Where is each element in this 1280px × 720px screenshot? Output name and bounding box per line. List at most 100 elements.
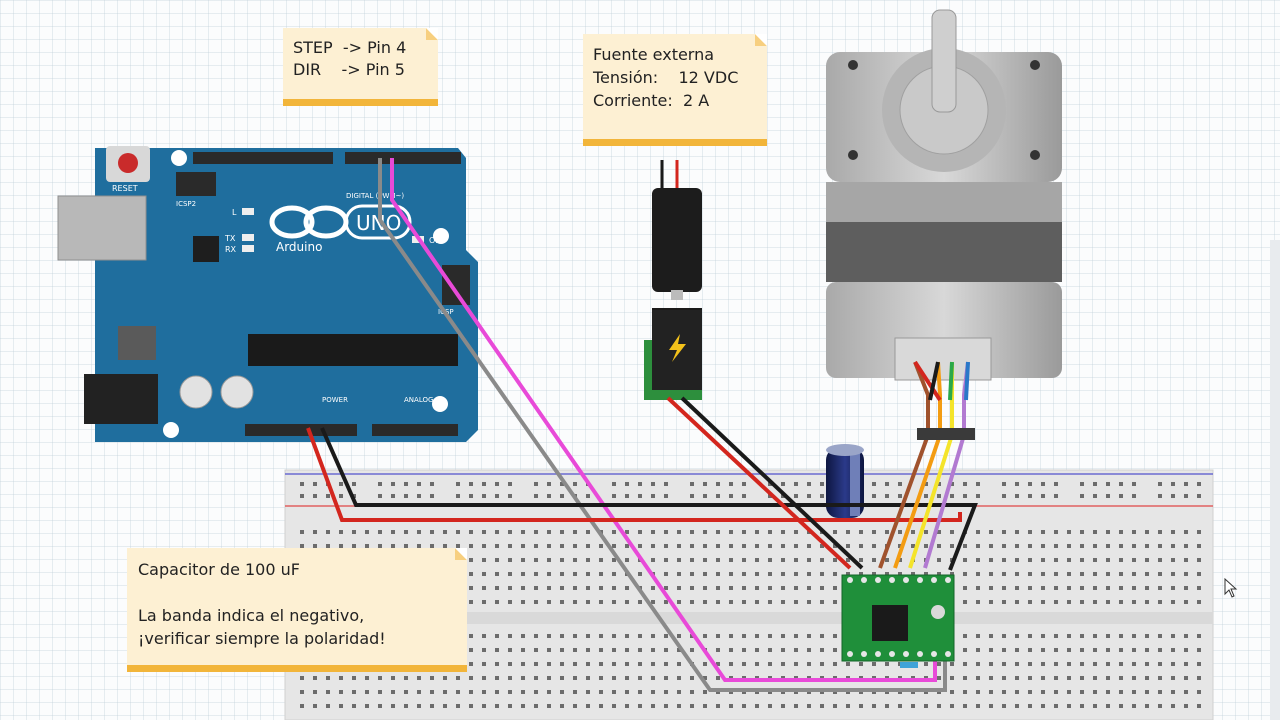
breadboard-hole (1028, 494, 1032, 498)
wire-vmot-red (666, 396, 852, 570)
breadboard-hole (1132, 530, 1136, 534)
breadboard-hole (1119, 648, 1123, 652)
arduino-board: RESET ICSP2 L TX RX ON Arduino UNO DIGIT… (57, 146, 478, 442)
note-step-line: STEP -> Pin 4 (293, 38, 407, 57)
led-l-label: L (232, 208, 237, 217)
breadboard-hole (989, 704, 993, 708)
breadboard-hole (768, 530, 772, 534)
breadboard-hole (690, 634, 694, 638)
breadboard-hole (1080, 676, 1084, 680)
breadboard-hole (807, 662, 811, 666)
note-power-title: Fuente externa (593, 45, 715, 64)
breadboard-hole (898, 704, 902, 708)
vertical-scrollbar[interactable] (1270, 240, 1280, 720)
breadboard-hole (976, 482, 980, 486)
breadboard-hole (573, 482, 577, 486)
breadboard-hole (651, 676, 655, 680)
breadboard-hole (976, 676, 980, 680)
mouse-cursor-icon (1224, 578, 1238, 598)
breadboard-hole (1197, 544, 1201, 548)
breadboard-hole (703, 558, 707, 562)
breadboard-hole (404, 494, 408, 498)
breadboard-hole (1054, 572, 1058, 576)
breadboard-hole (937, 530, 941, 534)
breadboard-hole (625, 482, 629, 486)
breadboard-hole (339, 494, 343, 498)
breadboard-hole (469, 544, 473, 548)
breadboard-hole (586, 530, 590, 534)
breadboard-hole (625, 544, 629, 548)
breadboard-hole (404, 544, 408, 548)
breadboard-hole (482, 482, 486, 486)
breadboard-hole (1197, 676, 1201, 680)
breadboard-hole (469, 558, 473, 562)
breadboard-hole (677, 648, 681, 652)
breadboard-hole (456, 494, 460, 498)
breadboard-hole (1002, 648, 1006, 652)
breadboard-hole (677, 676, 681, 680)
breadboard-hole (326, 704, 330, 708)
breadboard-hole (872, 544, 876, 548)
breadboard-hole (547, 494, 551, 498)
breadboard-hole (950, 690, 954, 694)
breadboard-hole (1041, 676, 1045, 680)
breadboard-hole (391, 544, 395, 548)
breadboard-hole (1080, 634, 1084, 638)
breadboard-hole (729, 600, 733, 604)
breadboard-hole (482, 558, 486, 562)
breadboard-hole (937, 676, 941, 680)
breadboard-hole (612, 544, 616, 548)
breadboard-hole (690, 648, 694, 652)
breadboard-hole (794, 530, 798, 534)
breadboard-hole (573, 586, 577, 590)
breadboard-hole (924, 662, 928, 666)
breadboard-hole (1093, 494, 1097, 498)
breadboard-hole (573, 676, 577, 680)
breadboard-hole (664, 586, 668, 590)
breadboard-hole (1080, 530, 1084, 534)
breadboard-hole (443, 676, 447, 680)
breadboard-hole (1067, 704, 1071, 708)
breadboard-hole (898, 494, 902, 498)
breadboard-hole (937, 544, 941, 548)
breadboard-hole (911, 530, 915, 534)
breadboard-hole (443, 690, 447, 694)
breadboard-hole (976, 600, 980, 604)
breadboard-hole (625, 662, 629, 666)
breadboard-hole (807, 648, 811, 652)
breadboard-hole (495, 634, 499, 638)
breadboard-hole (1041, 662, 1045, 666)
breadboard-hole (1119, 634, 1123, 638)
breadboard-hole (1171, 530, 1175, 534)
breadboard-hole (1145, 600, 1149, 604)
breadboard-hole (456, 482, 460, 486)
breadboard-hole (365, 544, 369, 548)
breadboard-hole (794, 572, 798, 576)
breadboard-hole (664, 572, 668, 576)
wire-5v-red (306, 427, 962, 522)
breadboard-hole (807, 558, 811, 562)
breadboard-hole (1145, 648, 1149, 652)
breadboard-hole (521, 634, 525, 638)
breadboard-hole (1158, 572, 1162, 576)
breadboard-hole (1145, 662, 1149, 666)
breadboard-hole (651, 482, 655, 486)
breadboard-hole (1171, 544, 1175, 548)
breadboard-hole (1184, 494, 1188, 498)
breadboard-hole (612, 572, 616, 576)
breadboard-hole (781, 600, 785, 604)
breadboard-hole (989, 676, 993, 680)
breadboard-hole (1145, 530, 1149, 534)
breadboard-hole (1093, 648, 1097, 652)
breadboard-hole (378, 704, 382, 708)
breadboard-hole (1184, 662, 1188, 666)
breadboard-hole (833, 634, 837, 638)
breadboard-hole (1028, 662, 1032, 666)
breadboard-hole (703, 676, 707, 680)
breadboard-hole (1093, 676, 1097, 680)
breadboard-hole (508, 494, 512, 498)
breadboard-hole (859, 544, 863, 548)
breadboard-hole (664, 600, 668, 604)
breadboard-hole (417, 676, 421, 680)
breadboard-hole (1002, 530, 1006, 534)
